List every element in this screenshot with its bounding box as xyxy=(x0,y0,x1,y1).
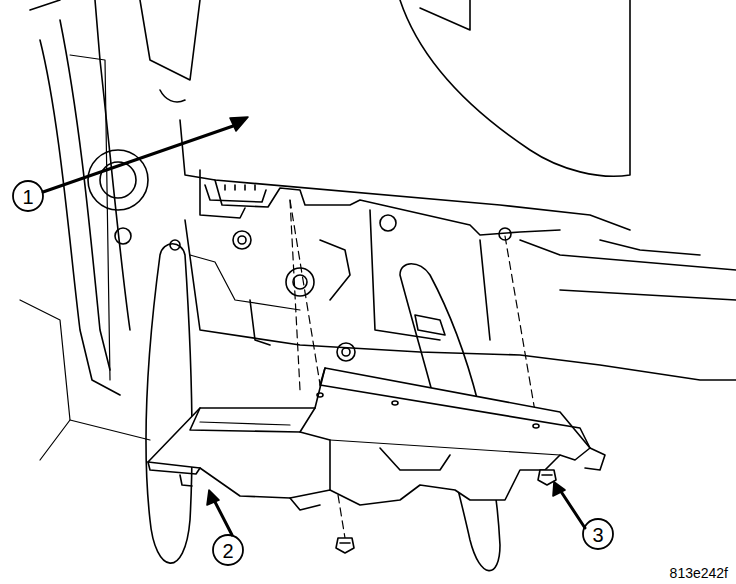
callout-number: 1 xyxy=(22,187,33,207)
callout-number: 2 xyxy=(222,541,233,561)
figure-code: 813e242f xyxy=(670,566,728,580)
callout-number: 3 xyxy=(592,525,603,545)
